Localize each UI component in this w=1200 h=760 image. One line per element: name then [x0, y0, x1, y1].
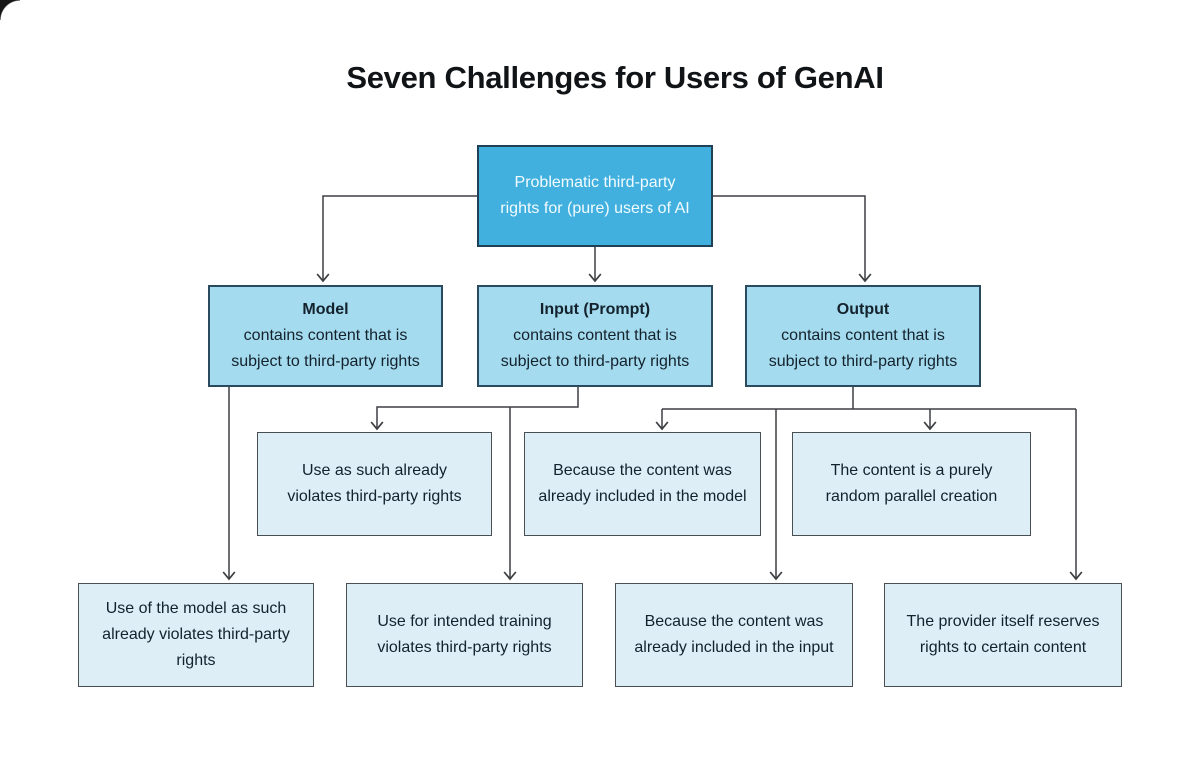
node-model-use-label: Use of the model as such already violate…: [102, 600, 290, 669]
connector-root-to-model: [316, 195, 477, 283]
node-output: Output contains content that is subject …: [745, 285, 981, 387]
node-input-title: Input (Prompt): [539, 301, 651, 318]
connector-root-to-output: [713, 195, 872, 283]
node-input-body: contains content that is subject to thir…: [500, 327, 690, 370]
node-root: Problematic third-party rights for (pure…: [477, 145, 713, 247]
node-input: Input (Prompt) contains content that is …: [477, 285, 713, 387]
node-random-parallel: The content is a purely random parallel …: [792, 432, 1031, 536]
node-provider-reserves-label: The provider itself reserves rights to c…: [906, 613, 1100, 656]
node-included-in-model: Because the content was already included…: [524, 432, 761, 536]
node-provider-reserves: The provider itself reserves rights to c…: [884, 583, 1122, 687]
node-root-label: Problematic third-party rights for (pure…: [500, 174, 690, 217]
node-intended-training: Use for intended training violates third…: [346, 583, 583, 687]
node-random-parallel-label: The content is a purely random parallel …: [825, 462, 998, 505]
node-output-title: Output: [836, 301, 890, 318]
node-intended-training-label: Use for intended training violates third…: [377, 613, 552, 656]
node-model: Model contains content that is subject t…: [208, 285, 443, 387]
node-included-in-model-label: Because the content was already included…: [538, 462, 747, 505]
node-use-as-such-label: Use as such already violates third-party…: [287, 462, 462, 505]
node-model-title: Model: [302, 301, 349, 318]
node-model-body: contains content that is subject to thir…: [231, 327, 420, 370]
connector-input-to-use-as-such: [370, 387, 579, 431]
node-use-as-such: Use as such already violates third-party…: [257, 432, 492, 536]
node-model-use: Use of the model as such already violate…: [78, 583, 314, 687]
node-output-body: contains content that is subject to thir…: [768, 327, 958, 370]
node-included-in-input-label: Because the content was already included…: [634, 613, 834, 656]
node-included-in-input: Because the content was already included…: [615, 583, 853, 687]
screen-corner-artifact: [0, 0, 20, 20]
page-title: Seven Challenges for Users of GenAI: [346, 60, 884, 95]
